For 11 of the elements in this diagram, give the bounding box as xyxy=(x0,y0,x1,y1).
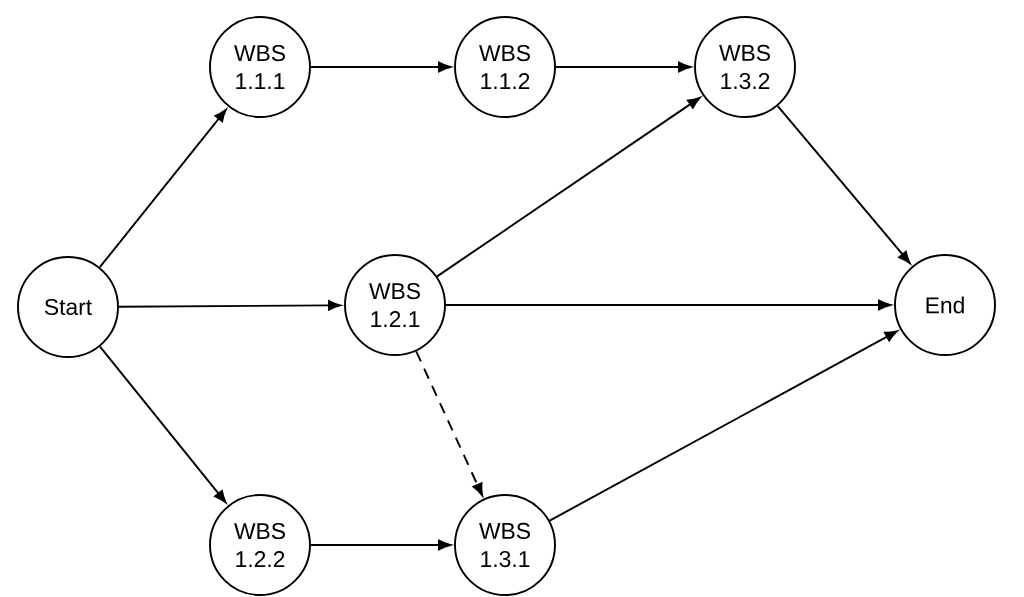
dashed-arrow xyxy=(415,350,484,496)
arrow xyxy=(310,539,451,551)
arrow xyxy=(548,330,898,522)
arrow xyxy=(555,61,691,73)
arrow xyxy=(436,96,701,278)
arrow xyxy=(776,105,911,264)
arrow xyxy=(98,108,227,269)
arrow xyxy=(310,61,451,73)
arrow xyxy=(99,345,227,504)
arrow xyxy=(118,300,342,311)
arrow xyxy=(445,299,891,311)
